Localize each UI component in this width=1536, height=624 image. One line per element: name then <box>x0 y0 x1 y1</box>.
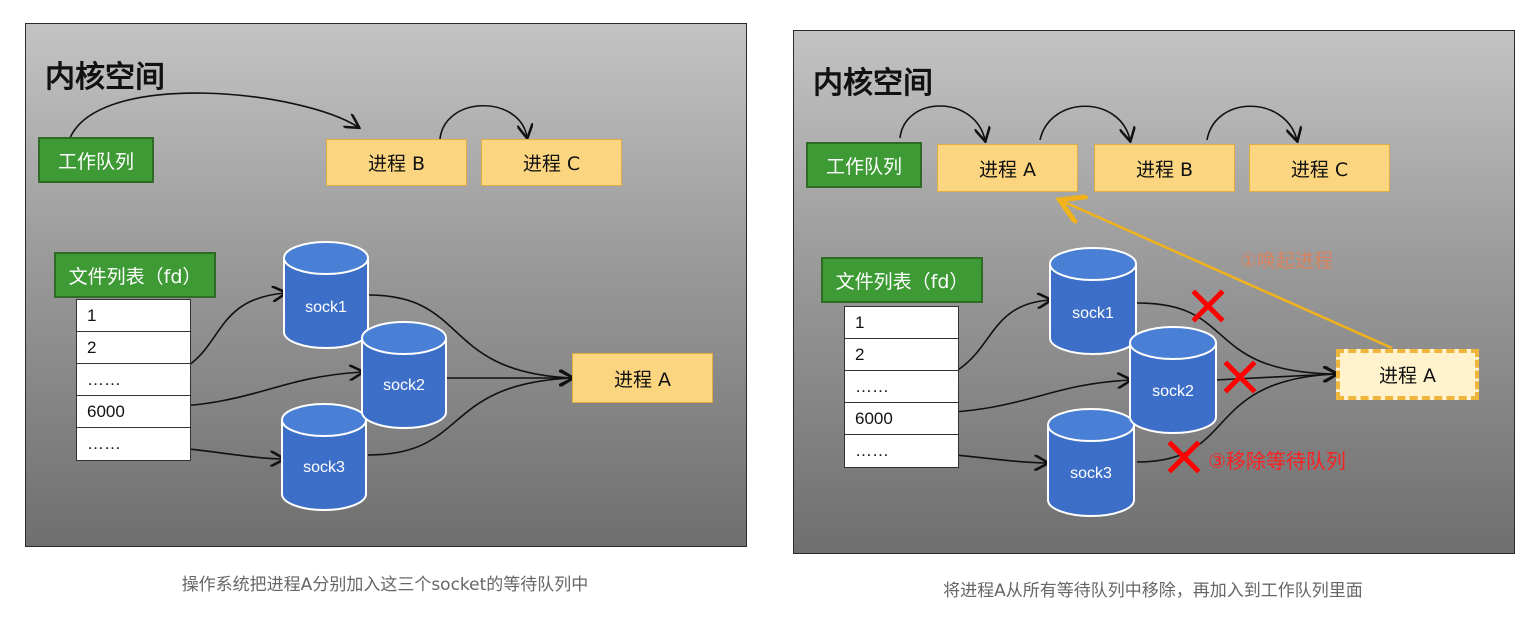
right-queue-arrow <box>899 105 985 140</box>
left-caption: 操作系统把进程A分别加入这三个socket的等待队列中 <box>181 575 589 595</box>
right-wake-label: ①唤起进程 <box>1240 250 1334 272</box>
right-caption: 将进程A从所有等待队列中移除，再加入到工作队列里面 <box>943 581 1363 601</box>
right-process-b: 进程 B <box>1094 144 1235 192</box>
left-process-a: 进程 A <box>572 353 713 403</box>
right-fd-row: 6000 <box>845 403 958 435</box>
right-b-c-arrow <box>1206 105 1297 140</box>
left-sock2-label: sock2 <box>383 377 425 394</box>
left-sock3-a-arrow <box>367 378 572 456</box>
right-work-queue: 工作队列 <box>806 142 922 188</box>
left-fd-row: 2 <box>77 332 190 364</box>
right-sock2-label: sock2 <box>1152 383 1194 400</box>
right-cross-icon <box>1223 360 1257 394</box>
left-fd-row: 1 <box>77 300 190 332</box>
left-process-c: 进程 C <box>481 139 622 186</box>
left-sock1-a-arrow <box>367 294 572 378</box>
left-title: 内核空间 <box>45 60 165 95</box>
right-sock2-cylinder <box>1129 326 1217 434</box>
left-fd-row: …… <box>77 364 190 396</box>
left-fd-row: 6000 <box>77 396 190 428</box>
left-fd-table: 1 2 …… 6000 …… <box>76 299 191 461</box>
right-fd-row: 1 <box>845 307 958 339</box>
left-work-queue: 工作队列 <box>38 137 154 183</box>
right-fd-row: …… <box>845 371 958 403</box>
left-fd-list-title: 文件列表（fd） <box>54 252 216 298</box>
right-sock1-cylinder <box>1049 247 1137 355</box>
right-a-b-arrow <box>1039 105 1130 140</box>
left-b-c-arrow <box>439 105 527 139</box>
right-process-a-queued: 进程 A <box>937 144 1078 192</box>
right-fd-table: 1 2 …… 6000 …… <box>844 306 959 468</box>
right-process-c: 进程 C <box>1249 144 1390 192</box>
right-remove-label: ③移除等待队列 <box>1208 449 1346 473</box>
right-title: 内核空间 <box>813 66 933 101</box>
right-sock3-cylinder <box>1047 408 1135 517</box>
right-sock3-label: sock3 <box>1070 465 1112 482</box>
left-sock3-label: sock3 <box>303 459 345 476</box>
right-sock1-a-arrow <box>1136 302 1336 374</box>
left-sock2-cylinder <box>361 321 447 429</box>
left-process-b: 进程 B <box>326 139 467 186</box>
right-wake-arrow <box>1062 201 1393 350</box>
right-sock1-label: sock1 <box>1072 305 1114 322</box>
right-cross-icon <box>1191 289 1225 323</box>
right-sock3-a-arrow <box>1136 374 1336 463</box>
right-cross-icon <box>1167 440 1201 474</box>
left-sock1-cylinder <box>283 241 369 349</box>
right-fd-row: …… <box>855 441 889 460</box>
right-process-a: 进程 A <box>1336 349 1479 400</box>
right-fd-row: 2 <box>845 339 958 371</box>
left-fd-row: …… <box>87 434 121 453</box>
left-queue-arrow <box>69 92 358 139</box>
left-sock1-label: sock1 <box>305 299 347 316</box>
right-fd-list-title: 文件列表（fd） <box>821 257 983 303</box>
